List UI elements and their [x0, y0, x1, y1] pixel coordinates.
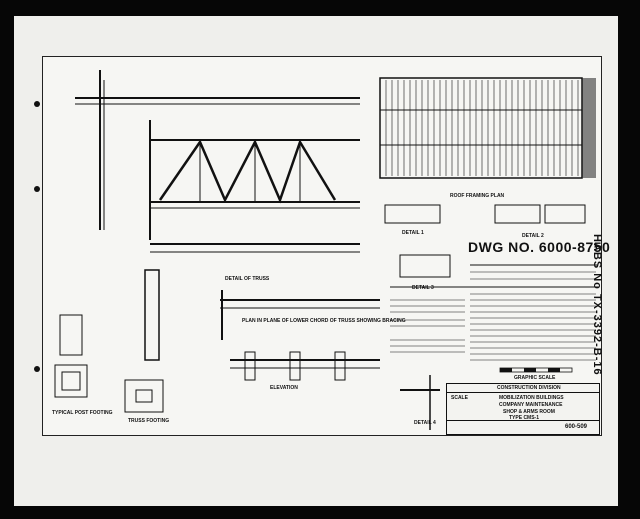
title-block-scale: SCALE — [451, 395, 468, 401]
habs-number: HABS No TX-3392-B-16 — [591, 234, 603, 376]
detail-1-label: DETAIL 1 — [402, 230, 424, 236]
detail-2-label: DETAIL 2 — [522, 233, 544, 239]
title-block-company: COMPANY MAINTENANCE — [499, 402, 563, 408]
roof-framing-plan-label: ROOF FRAMING PLAN — [450, 193, 505, 199]
drawing-sheet — [42, 56, 602, 436]
graphic-scale-label: GRAPHIC SCALE — [514, 375, 556, 381]
truss-footing-label: TRUSS FOOTING — [128, 418, 170, 424]
drawing-number: DWG NO. 6000-8750 — [468, 239, 611, 255]
title-block-building: MOBILIZATION BUILDINGS — [499, 395, 564, 401]
binder-hole — [34, 366, 40, 372]
title-block-shop: SHOP & ARMS ROOM — [503, 409, 555, 415]
binder-hole — [34, 186, 40, 192]
typical-post-footing-label: TYPICAL POST FOOTING — [52, 410, 113, 416]
detail-of-truss-label: DETAIL OF TRUSS — [225, 276, 270, 282]
title-block: CONSTRUCTION DIVISION MOBILIZATION BUILD… — [446, 383, 600, 435]
detail-4-label: DETAIL 4 — [414, 420, 436, 426]
elevation-label: ELEVATION — [270, 385, 298, 391]
sheet-number: 600-509 — [565, 424, 588, 430]
title-block-type: TYPE CMS-1 — [509, 415, 540, 421]
binder-hole — [34, 101, 40, 107]
title-block-office: CONSTRUCTION DIVISION — [497, 385, 561, 391]
detail-3-label: DETAIL 3 — [412, 285, 434, 291]
lower-chord-plan-label: PLAN IN PLANE OF LOWER CHORD OF TRUSS SH… — [242, 318, 406, 324]
